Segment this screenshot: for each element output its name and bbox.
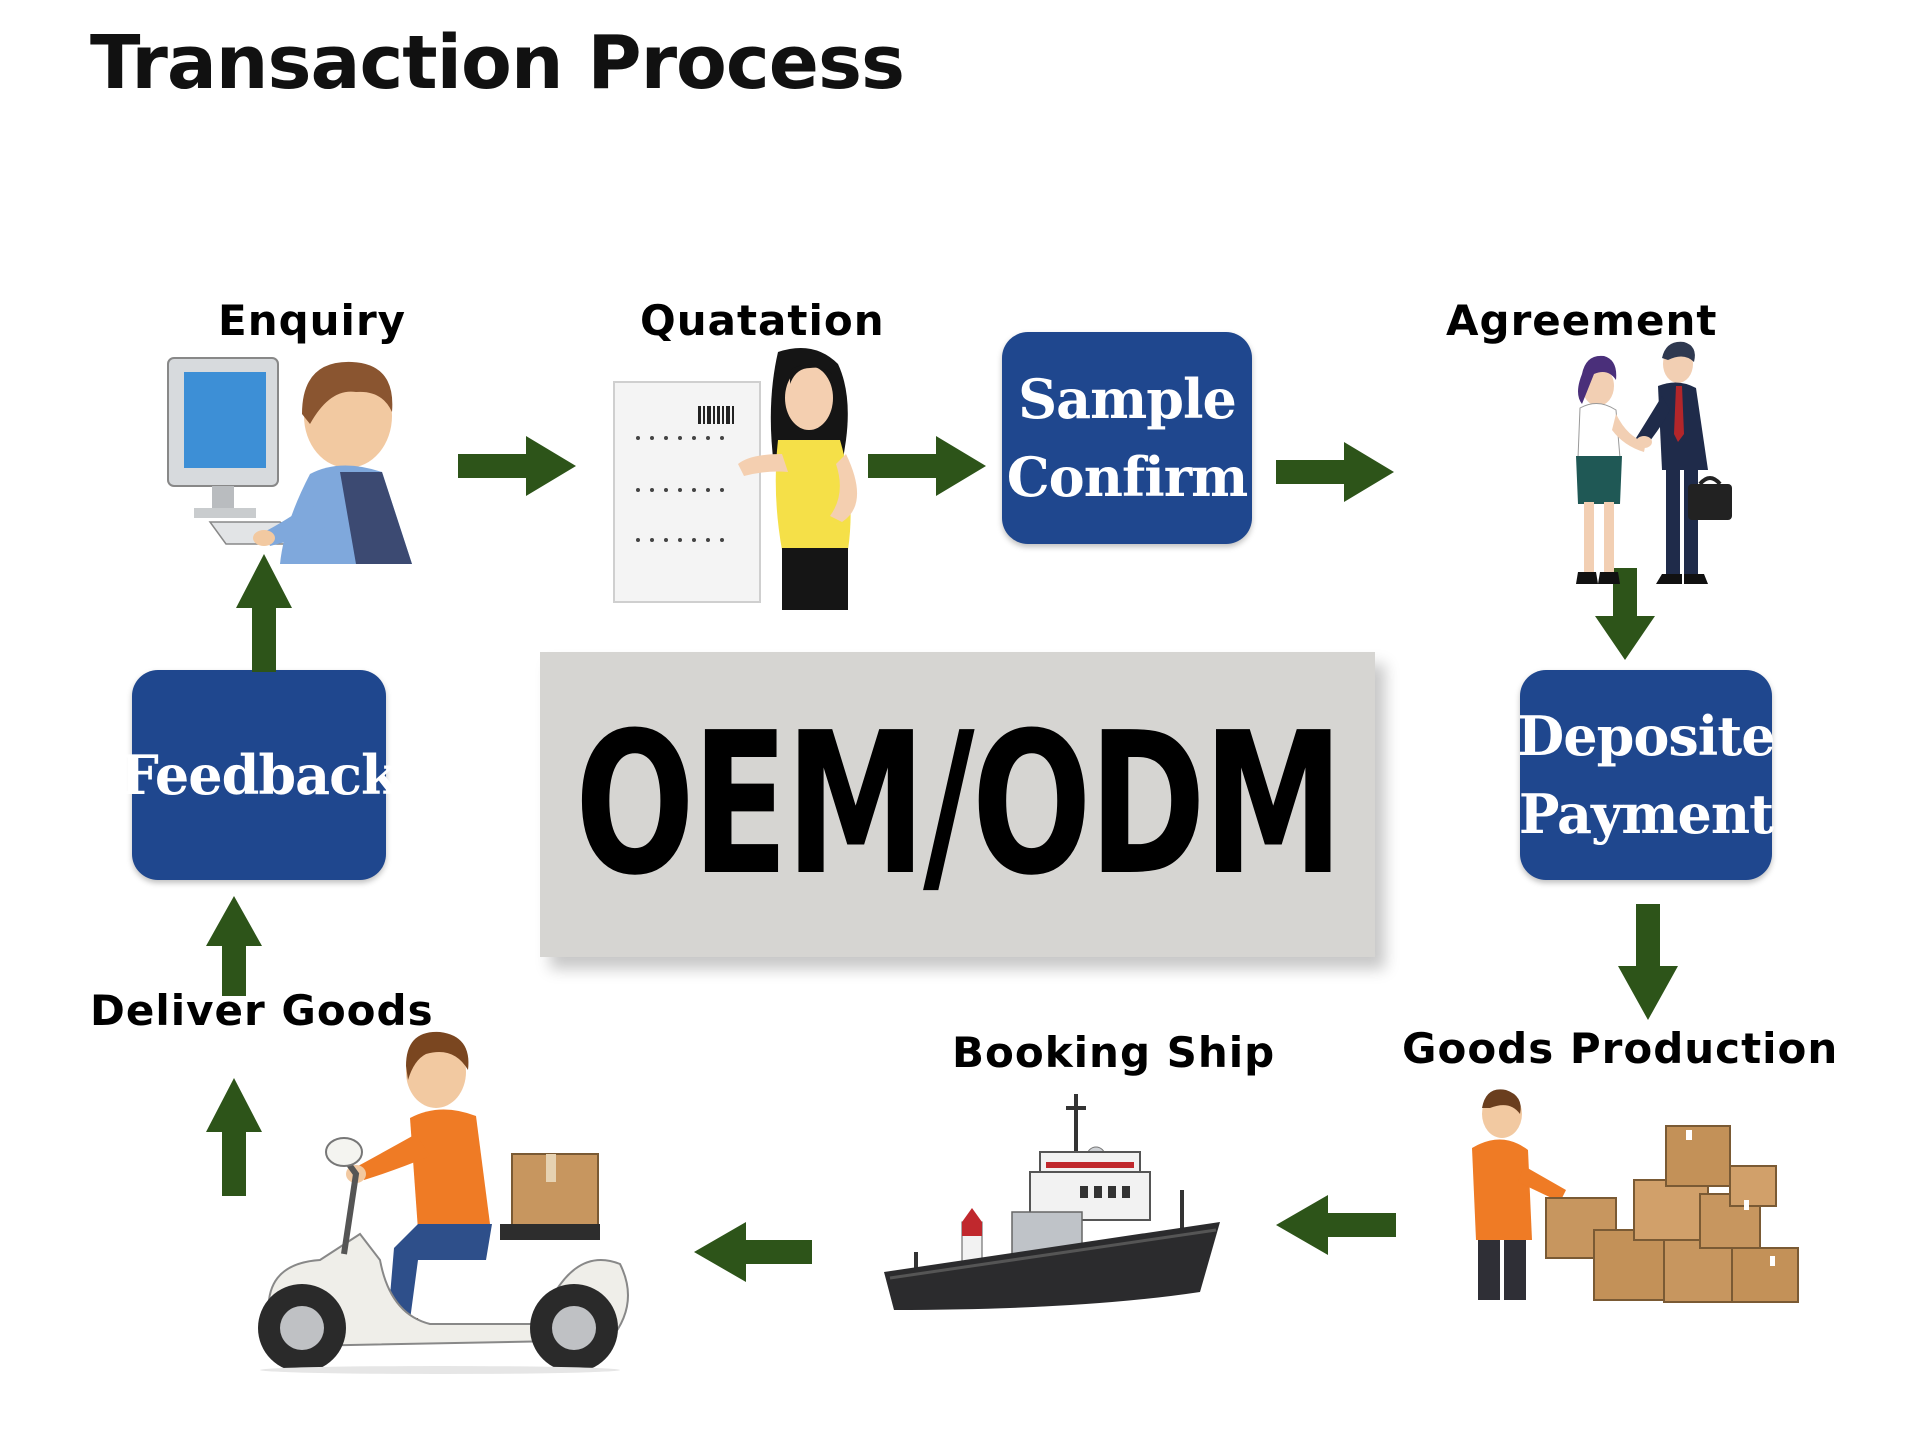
quotation-label: Quatation (640, 296, 885, 345)
arrow-down-icon (1618, 904, 1678, 1020)
handshake-icon (1576, 341, 1732, 584)
cargo-ship-icon (884, 1094, 1220, 1310)
arrow-right-icon (458, 436, 576, 496)
arrow-up-icon (236, 554, 292, 672)
arrow-right-icon (1276, 442, 1394, 502)
computer-user-icon (167, 357, 412, 564)
sample-confirm-label: Sample Confirm (1006, 367, 1249, 509)
woman-with-sheet-icon (613, 348, 858, 610)
worker-with-boxes-icon (1472, 1089, 1799, 1303)
agreement-label: Agreement (1446, 296, 1718, 345)
sample-confirm-box: Sample Confirm (1002, 332, 1252, 544)
page-title: Transaction Process (90, 20, 905, 106)
goods-production-label: Goods Production (1402, 1024, 1839, 1073)
deliver-goods-label: Deliver Goods (90, 986, 434, 1035)
deposite-payment-label: Deposite Payment (1517, 704, 1775, 846)
arrow-up-icon (206, 1078, 262, 1196)
arrow-left-icon (694, 1222, 812, 1282)
arrow-right-icon (868, 436, 986, 496)
booking-ship-label: Booking Ship (952, 1028, 1276, 1077)
oem-odm-label: OEM/ODM (574, 690, 1344, 919)
delivery-scooter-icon (258, 1031, 629, 1374)
feedback-box: Feedback (121, 670, 398, 880)
feedback-label: Feedback (120, 743, 399, 807)
enquiry-label: Enquiry (218, 296, 407, 345)
arrow-left-icon (1276, 1195, 1396, 1255)
arrow-up-icon (206, 896, 262, 996)
deposite-payment-box: Deposite Payment (1517, 670, 1776, 880)
oem-odm-box: OEM/ODM (540, 652, 1375, 957)
arrow-down-icon (1595, 568, 1655, 660)
